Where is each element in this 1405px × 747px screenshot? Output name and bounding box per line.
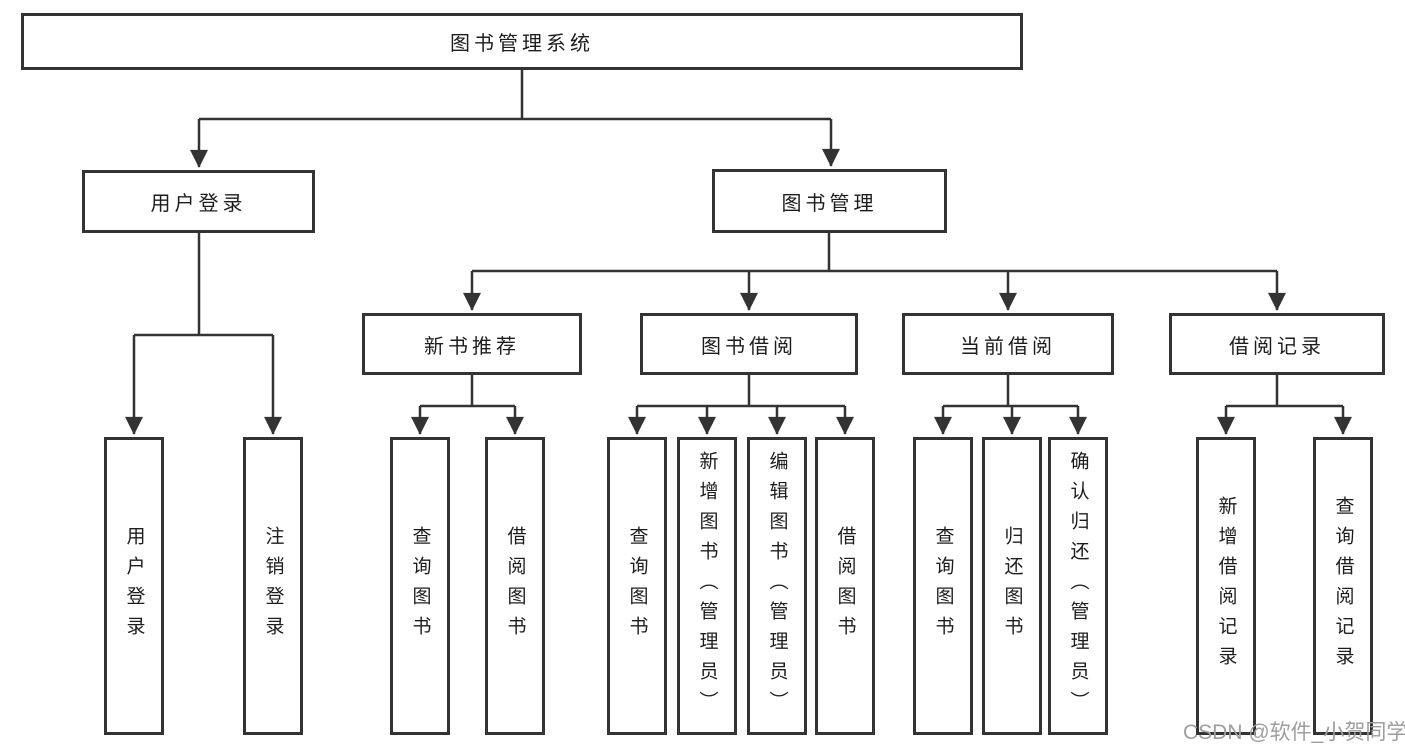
node-label: 借阅图书 xyxy=(834,526,856,646)
node-book-management: 图书管理 xyxy=(712,169,947,233)
node-label: 新增图书（管理员） xyxy=(696,451,718,721)
node-label: 借阅记录 xyxy=(1229,335,1325,358)
leaf-query-book-recommend: 查询图书 xyxy=(390,437,450,735)
node-label: 借阅图书 xyxy=(504,526,526,646)
node-new-book-recommendation: 新书推荐 xyxy=(362,313,582,375)
node-label: 用户登录 xyxy=(123,526,145,646)
node-label: 用户登录 xyxy=(150,193,247,215)
node-user-login: 用户登录 xyxy=(82,170,315,233)
node-label: 图书管理 xyxy=(781,192,878,215)
node-label: 图书管理系统 xyxy=(450,33,594,55)
leaf-add-borrow-record: 新增借阅记录 xyxy=(1196,437,1256,735)
leaf-return-book: 归还图书 xyxy=(982,437,1042,735)
node-label: 新书推荐 xyxy=(424,335,520,358)
leaf-borrow-book: 借阅图书 xyxy=(815,437,875,735)
node-label: 归还图书 xyxy=(1001,526,1023,646)
node-label: 查询图书 xyxy=(626,526,648,646)
leaf-add-book-admin: 新增图书（管理员） xyxy=(677,437,737,735)
node-label: 查询借阅记录 xyxy=(1332,496,1354,676)
leaf-confirm-return-admin: 确认归还（管理员） xyxy=(1048,437,1108,735)
node-label: 图书借阅 xyxy=(701,335,797,358)
node-book-borrowing: 图书借阅 xyxy=(640,313,858,375)
csdn-watermark: CSDN @软件_小贺同学 xyxy=(1183,721,1405,744)
leaf-user-login: 用户登录 xyxy=(104,437,164,735)
node-label: 编辑图书（管理员） xyxy=(766,451,788,721)
node-label: 新增借阅记录 xyxy=(1215,496,1237,676)
leaf-query-borrow-record: 查询借阅记录 xyxy=(1313,437,1373,735)
leaf-borrow-book-recommend: 借阅图书 xyxy=(485,437,545,735)
node-label: 当前借阅 xyxy=(960,335,1056,358)
node-root-library-system: 图书管理系统 xyxy=(21,13,1023,70)
node-label: 查询图书 xyxy=(409,526,431,646)
node-label: 注销登录 xyxy=(262,526,284,646)
leaf-query-book-borrow: 查询图书 xyxy=(607,437,667,735)
node-label: 查询图书 xyxy=(932,526,954,646)
leaf-logout: 注销登录 xyxy=(243,437,303,735)
leaf-edit-book-admin: 编辑图书（管理员） xyxy=(747,437,807,735)
leaf-query-book-current: 查询图书 xyxy=(913,437,973,735)
node-label: 确认归还（管理员） xyxy=(1067,451,1089,721)
node-current-borrowing: 当前借阅 xyxy=(902,313,1114,375)
node-borrowing-records: 借阅记录 xyxy=(1169,313,1385,375)
